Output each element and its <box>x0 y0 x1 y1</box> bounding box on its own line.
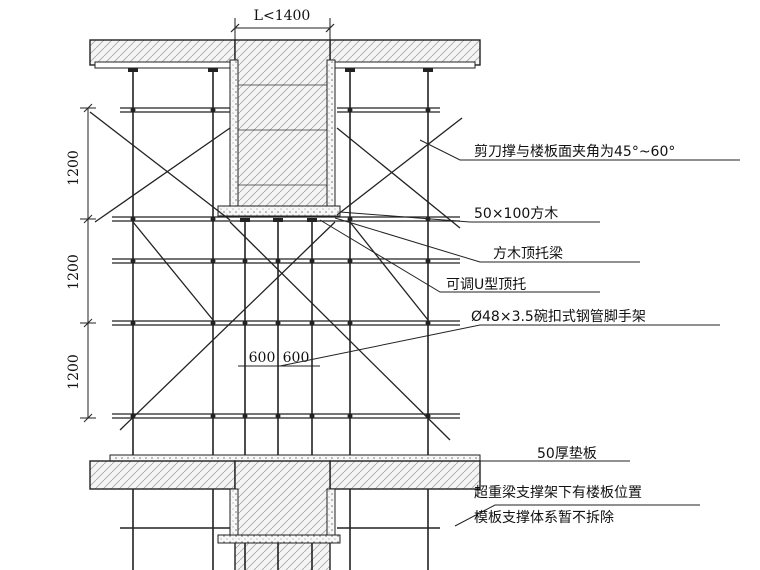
callout-note-line2: 模板支撑体系暂不拆除 <box>474 510 614 526</box>
callout-leaders <box>279 139 740 527</box>
post-spacing-label-b: 600 <box>283 350 310 366</box>
callout-base-plate: 50厚垫板 <box>537 446 597 462</box>
post-spacing-label-a: 600 <box>249 350 276 366</box>
callout-top-beam: 方木顶托梁 <box>493 246 563 262</box>
callout-note-line1: 超重梁支撑架下有楼板位置 <box>474 485 642 501</box>
beam-width-dimension: L<1400 <box>230 8 335 40</box>
callout-timber: 50×100方木 <box>474 206 558 222</box>
scaffold-couplers <box>130 107 431 419</box>
upper-slab <box>89 39 481 69</box>
callout-scissor-brace: 剪刀撑与楼板面夹角为45°~60° <box>474 144 675 160</box>
row-spacing-label-1: 1200 <box>66 150 82 186</box>
beam-width-label: L<1400 <box>254 8 311 24</box>
lower-posts <box>120 489 440 570</box>
lower-slab <box>89 460 481 570</box>
callout-u-head: 可调U型顶托 <box>446 277 526 293</box>
upper-beam <box>217 39 341 217</box>
post-top-heads <box>128 68 433 222</box>
scissor-braces <box>89 111 463 441</box>
post-spacing-dimension <box>238 360 320 372</box>
base-plate <box>109 454 481 462</box>
callout-scaffold: Ø48×3.5碗扣式钢管脚手架 <box>471 309 646 325</box>
row-spacing-label-2: 1200 <box>66 254 82 290</box>
row-spacing-label-3: 1200 <box>66 354 82 390</box>
row-spacing-dimensions <box>80 103 96 423</box>
